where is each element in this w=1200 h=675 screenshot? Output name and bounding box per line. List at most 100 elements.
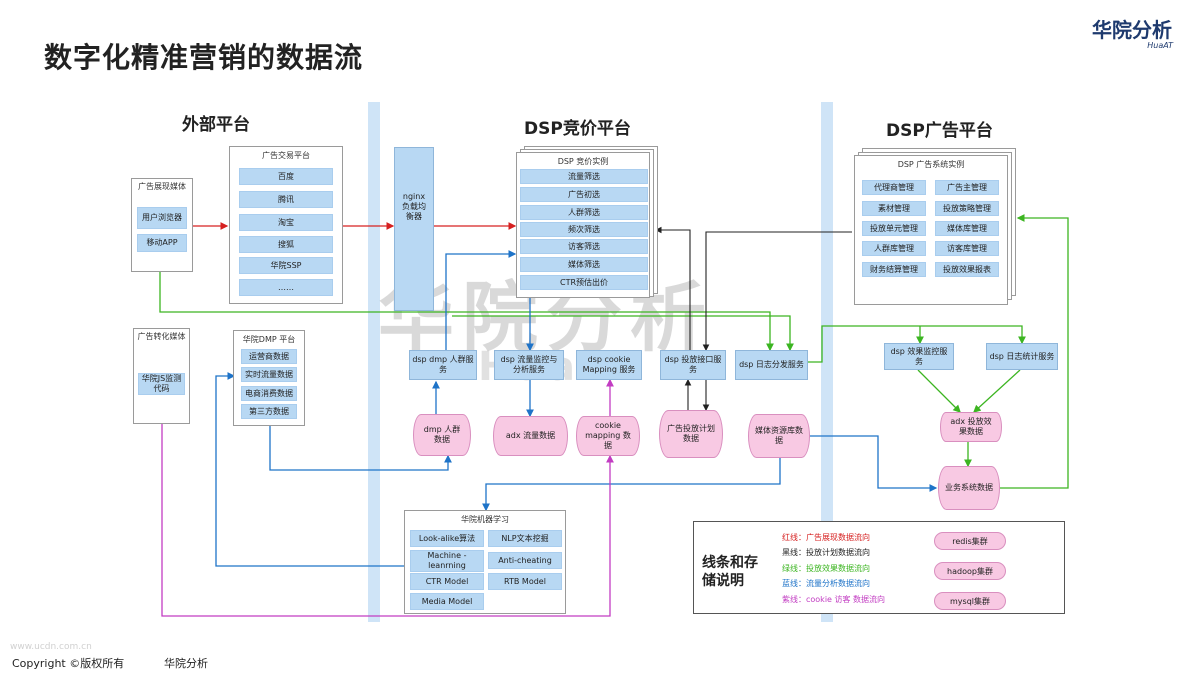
page-title: 数字化精准营销的数据流 <box>44 41 364 74</box>
black-line-delivery-bid <box>654 226 691 350</box>
legend-red-line: 红线：广告展现数据流向 <box>782 533 870 542</box>
section-title-dsp-bid: DSP竞价平台 <box>524 119 631 139</box>
dmp-platform-title: 华院DMP 平台 <box>242 335 296 344</box>
ad-item-effect-report[interactable]: 投放效果报表 <box>935 262 999 277</box>
purple-line-conv-cookie <box>161 424 614 617</box>
dmp-item-operator[interactable]: 运营商数据 <box>241 349 297 364</box>
ad-instance-title: DSP 广告系统实例 <box>897 160 965 169</box>
ml-item-machine-learning[interactable]: Machine - leanrning <box>410 550 484 572</box>
ml-title: 华院机器学习 <box>461 515 509 524</box>
logo-text: 华院分析 <box>1092 18 1172 42</box>
ml-item-ctr-model[interactable]: CTR Model <box>410 573 484 590</box>
blue-line-media-ml <box>482 458 781 512</box>
store-dmp-crowd-data[interactable]: dmp 人群数据 <box>413 414 471 456</box>
user-browser-item[interactable]: 用户浏览器 <box>137 207 187 229</box>
store-media-resource-data[interactable]: 媒体资源库数据 <box>748 414 810 458</box>
section-title-dsp-ad: DSP广告平台 <box>886 121 993 141</box>
nginx-label: nginx 负载均衡器 <box>402 192 426 221</box>
bid-instance-panel: DSP 竞价实例 流量筛选 广告初选 人群筛选 频次筛选 访客筛选 媒体筛选 C… <box>516 152 650 298</box>
ml-item-anti-cheating[interactable]: Anti-cheating <box>488 552 562 569</box>
ad-display-media-panel: 广告展现媒体 用户浏览器 移动APP <box>131 178 193 272</box>
store-cookie-mapping-data[interactable]: cookie mapping 数据 <box>576 416 640 456</box>
bid-item-visitor-filter[interactable]: 访客筛选 <box>520 239 648 254</box>
legend-mysql: mysql集群 <box>934 592 1006 610</box>
service-log-stats[interactable]: dsp 日志统计服务 <box>986 343 1058 370</box>
service-traffic-monitor[interactable]: dsp 流量监控与分析服务 <box>494 350 564 380</box>
service-cookie-mapping[interactable]: dsp cookie Mapping 服务 <box>576 350 642 380</box>
ad-item-creative-mgmt[interactable]: 素材管理 <box>862 201 926 216</box>
ml-item-nlp[interactable]: NLP文本挖掘 <box>488 530 562 547</box>
legend-black-line: 黑线：投放计划数据流向 <box>782 548 870 557</box>
bid-item-ad-preselect[interactable]: 广告初选 <box>520 187 648 202</box>
ad-instance-panel: DSP 广告系统实例 代理商管理 广告主管理 素材管理 投放策略管理 投放单元管… <box>854 155 1008 305</box>
legend-green-line: 绿线：投放效果数据流向 <box>782 564 870 573</box>
ml-item-lookalike[interactable]: Look-alike算法 <box>410 530 484 547</box>
dmp-item-ecommerce[interactable]: 电商消费数据 <box>241 386 297 401</box>
legend-panel: 线条和存储说明 红线：广告展现数据流向 黑线：投放计划数据流向 绿线：投放效果数… <box>693 521 1065 614</box>
js-monitor-code-item[interactable]: 华院JS监测代码 <box>138 373 185 395</box>
store-business-system-data[interactable]: 业务系统数据 <box>938 466 1000 510</box>
exchange-item-huayuan-ssp[interactable]: 华院SSP <box>239 257 333 274</box>
bid-item-frequency-filter[interactable]: 频次筛选 <box>520 222 648 237</box>
ad-exchange-title: 广告交易平台 <box>262 151 310 160</box>
store-adx-traffic-data[interactable]: adx 流量数据 <box>493 416 568 456</box>
ml-item-media-model[interactable]: Media Model <box>410 593 484 610</box>
divider-band-left <box>368 102 380 622</box>
bid-item-ctr-bid[interactable]: CTR预估出价 <box>520 275 648 290</box>
purple-flows <box>161 378 614 617</box>
dmp-item-thirdparty[interactable]: 第三方数据 <box>241 404 297 419</box>
legend-blue-line: 蓝线：流量分析数据流向 <box>782 579 870 588</box>
ad-item-strategy-mgmt[interactable]: 投放策略管理 <box>935 201 999 216</box>
green-line-log-ad <box>808 325 1026 363</box>
green-flows <box>159 214 1069 489</box>
mobile-app-item[interactable]: 移动APP <box>137 234 187 252</box>
exchange-item-baidu[interactable]: 百度 <box>239 168 333 185</box>
green-line-stats-adx <box>973 369 1021 413</box>
service-dmp-crowd[interactable]: dsp dmp 人群服务 <box>409 350 477 380</box>
legend-purple-line: 紫线：cookie 访客 数据流向 <box>782 595 886 604</box>
blue-line-dmp-dmpdata <box>269 426 452 471</box>
ad-item-visitor-lib-mgmt[interactable]: 访客库管理 <box>935 241 999 256</box>
ad-item-finance-mgmt[interactable]: 财务结算管理 <box>862 262 926 277</box>
dmp-item-realtime[interactable]: 实时流量数据 <box>241 367 297 382</box>
footer-faint-url: www.ucdn.com.cn <box>10 642 92 652</box>
ad-exchange-panel: 广告交易平台 百度 腾讯 淘宝 搜狐 华院SSP …… <box>229 146 343 304</box>
bid-item-media-filter[interactable]: 媒体筛选 <box>520 257 648 272</box>
blue-flows <box>215 250 938 567</box>
service-effect-monitor[interactable]: dsp 效果监控服务 <box>884 343 954 370</box>
dmp-platform-panel: 华院DMP 平台 运营商数据 实时流量数据 电商消费数据 第三方数据 <box>233 330 305 426</box>
ad-item-media-lib-mgmt[interactable]: 媒体库管理 <box>935 221 999 236</box>
blue-line-dmpsvc-bid <box>445 250 517 350</box>
exchange-item-sohu[interactable]: 搜狐 <box>239 236 333 253</box>
section-title-external: 外部平台 <box>182 115 250 135</box>
conversion-media-panel: 广告转化媒体 华院JS监测代码 <box>133 328 190 424</box>
footer-company: 华院分析 <box>164 657 208 670</box>
ad-item-crowd-lib-mgmt[interactable]: 人群库管理 <box>862 241 926 256</box>
store-adx-effect-data[interactable]: adx 投放效果数据 <box>940 412 1002 442</box>
nginx-load-balancer[interactable]: nginx 负载均衡器 <box>394 147 434 311</box>
ad-display-media-title: 广告展现媒体 <box>138 182 186 191</box>
exchange-item-more[interactable]: …… <box>239 279 333 296</box>
service-log-dispatch[interactable]: dsp 日志分发服务 <box>735 350 808 380</box>
bid-instance-title: DSP 竞价实例 <box>557 157 609 166</box>
bid-item-traffic-filter[interactable]: 流量筛选 <box>520 169 648 184</box>
green-line-media-log <box>159 272 774 352</box>
logo-subtext: HuaAT <box>1147 41 1173 50</box>
conversion-media-title: 广告转化媒体 <box>137 332 186 341</box>
footer-copyright: Copyright ©版权所有 <box>12 657 125 670</box>
green-line-nginx-log <box>452 315 794 352</box>
ad-item-agent-mgmt[interactable]: 代理商管理 <box>862 180 926 195</box>
exchange-item-taobao[interactable]: 淘宝 <box>239 214 333 231</box>
blue-line-media-biz <box>808 435 938 492</box>
black-line-ad-delivery <box>702 231 852 352</box>
ml-item-rtb-model[interactable]: RTB Model <box>488 573 562 590</box>
exchange-item-tencent[interactable]: 腾讯 <box>239 191 333 208</box>
bid-item-crowd-filter[interactable]: 人群筛选 <box>520 205 648 220</box>
store-ad-plan-data[interactable]: 广告投放计划数据 <box>659 410 723 458</box>
legend-redis: redis集群 <box>934 532 1006 550</box>
green-line-biz-ad <box>1000 214 1069 489</box>
ad-item-unit-mgmt[interactable]: 投放单元管理 <box>862 221 926 236</box>
ad-item-advertiser-mgmt[interactable]: 广告主管理 <box>935 180 999 195</box>
service-delivery-api[interactable]: dsp 投放接口服务 <box>660 350 726 380</box>
